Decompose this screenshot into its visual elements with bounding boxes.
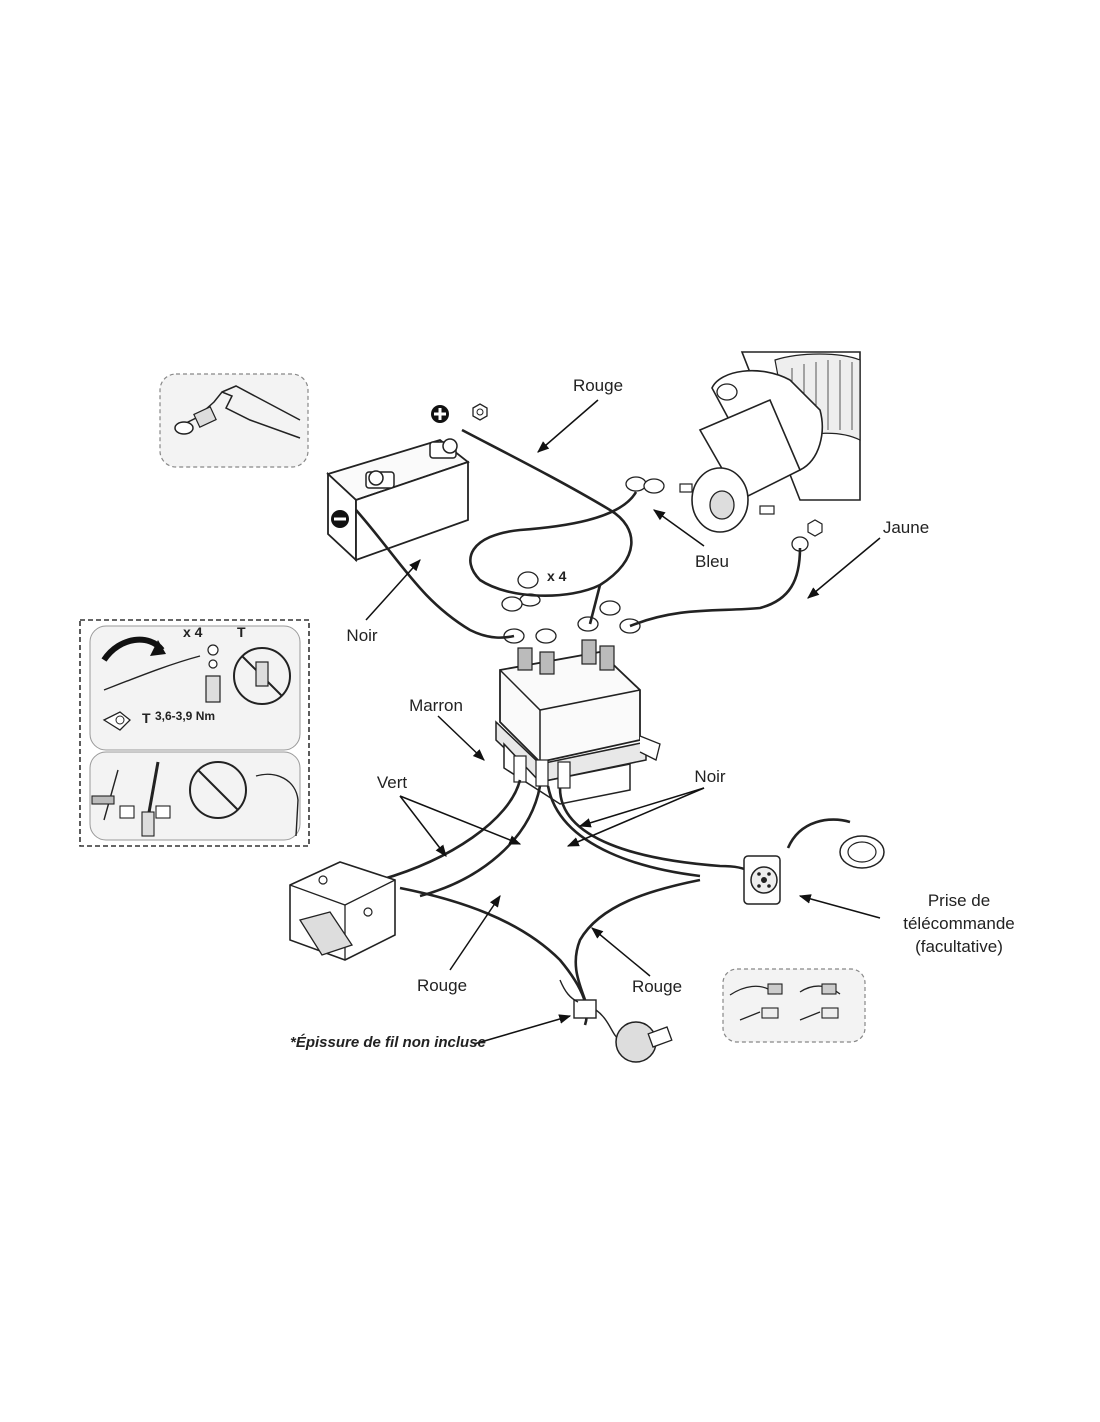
ring-terminals (501, 476, 823, 644)
label-vert: Vert (376, 773, 408, 792)
winch-motor (679, 351, 861, 533)
installation-steps-frame (79, 619, 310, 847)
remote-socket-label-line1: Prise de (927, 891, 991, 910)
splice-detail-inset (722, 968, 866, 1043)
label-rouge-top: Rouge (572, 376, 624, 395)
label-rouge-bottom-left: Rouge (416, 976, 468, 995)
torque-symbol-bottom: T (142, 710, 151, 726)
nut-icon (472, 403, 488, 421)
lug-detail-inset (159, 373, 309, 468)
key-switch (559, 979, 673, 1063)
splice-note: *Épissure de fil non incluse (290, 1034, 486, 1051)
remote-socket-label-line3: (facultative) (915, 937, 1003, 956)
nut-count-main: x 4 (547, 568, 567, 584)
label-noir-left: Noir (346, 626, 378, 645)
label-marron: Marron (409, 696, 463, 715)
remote-socket-label-line2: télécommande (903, 914, 1015, 933)
torque-symbol-top: T (237, 624, 246, 640)
torque-value: 3,6-3,9 Nm (155, 709, 216, 723)
label-noir-right: Noir (694, 767, 726, 786)
battery (326, 438, 470, 563)
label-bleu: Bleu (694, 552, 730, 571)
remote-socket (743, 835, 885, 905)
label-arrows (365, 399, 881, 1045)
minus-icon (331, 510, 349, 528)
rocker-switch (289, 861, 396, 961)
label-rouge-bottom-right: Rouge (631, 977, 683, 996)
nut-count-inset: x 4 (183, 624, 203, 640)
contactor-box (495, 639, 661, 805)
label-jaune: Jaune (882, 518, 930, 537)
plus-icon (431, 405, 449, 423)
cables (299, 428, 851, 1026)
